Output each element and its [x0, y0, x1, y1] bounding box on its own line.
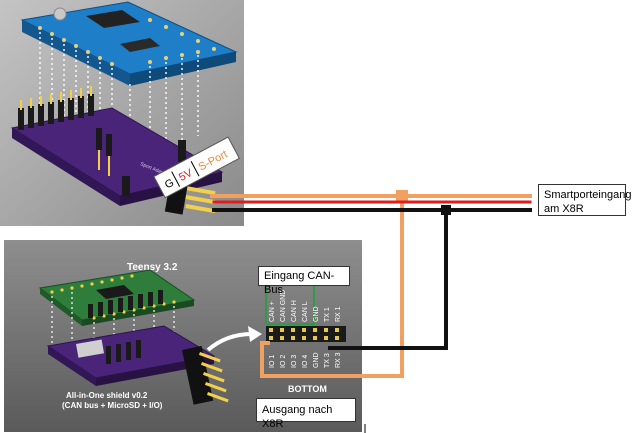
pin-label-top: CAN GND	[280, 290, 287, 322]
wiring	[210, 190, 532, 378]
pin-label-top: RX 1	[335, 306, 342, 322]
teensy-title: Teensy 3.2	[127, 262, 178, 273]
pin-label-bottom: IO 4	[302, 355, 309, 368]
white-arrow	[206, 332, 253, 352]
pin-label-bottom: GND	[313, 352, 320, 368]
orange-branch-wire	[260, 194, 404, 378]
can-input-label: Eingang CAN-Bus	[264, 270, 335, 296]
pin-label-top: CAN H	[291, 300, 298, 322]
pin-label-bottom: TX 3	[324, 353, 331, 368]
bottom-side-label: BOTTOM	[288, 384, 327, 394]
top-photo-panel: Sport Adapter	[0, 0, 244, 226]
black-junction	[441, 205, 451, 215]
pin-label-top: CAN +	[269, 301, 276, 322]
orange-junction	[396, 190, 408, 202]
pin-label-top: GND	[313, 306, 320, 322]
smartport-line-1: Smartporteingang	[544, 189, 632, 201]
smartport-input-callout: Smartporteingang am X8R	[538, 184, 632, 216]
pin-label-top: TX 1	[324, 307, 331, 322]
pin-label-top: CAN L	[302, 301, 309, 322]
output-label: Ausgang nach X8R	[262, 404, 333, 430]
pin-labels-bottom: IO 1 IO 2 IO 3 IO 4 GND TX 3 RX 3	[269, 352, 342, 368]
pin-label-bottom: IO 3	[291, 355, 298, 368]
black-branch-wire	[328, 208, 448, 350]
angled-header-pins	[182, 345, 229, 405]
pin-labels-top: CAN + CAN GND CAN H CAN L GND TX 1 RX 1	[269, 290, 342, 322]
shield-pins	[88, 290, 163, 364]
shield-header-pins	[18, 86, 186, 196]
5v-label: 5V	[177, 167, 195, 184]
pin-header-grid	[266, 326, 346, 342]
can-input-callout: Eingang CAN-Bus	[258, 266, 350, 296]
connector-label-tag: G 5V S-Port	[153, 136, 241, 199]
shield-description: (CAN bus + MicroSD + I/O)	[62, 401, 163, 410]
arrow-head	[248, 326, 262, 342]
teensy-board	[38, 269, 196, 326]
blue-controller-board	[20, 1, 238, 86]
output-callout: Ausgang nach X8R	[256, 398, 356, 430]
shield-name: All-in-One shield v0.2	[66, 391, 148, 400]
pin-label-bottom: IO 2	[280, 355, 287, 368]
pin-label-bottom: RX 3	[335, 352, 342, 368]
pin-label-bottom: IO 1	[269, 355, 276, 368]
smartport-line-2: am X8R	[544, 203, 584, 215]
